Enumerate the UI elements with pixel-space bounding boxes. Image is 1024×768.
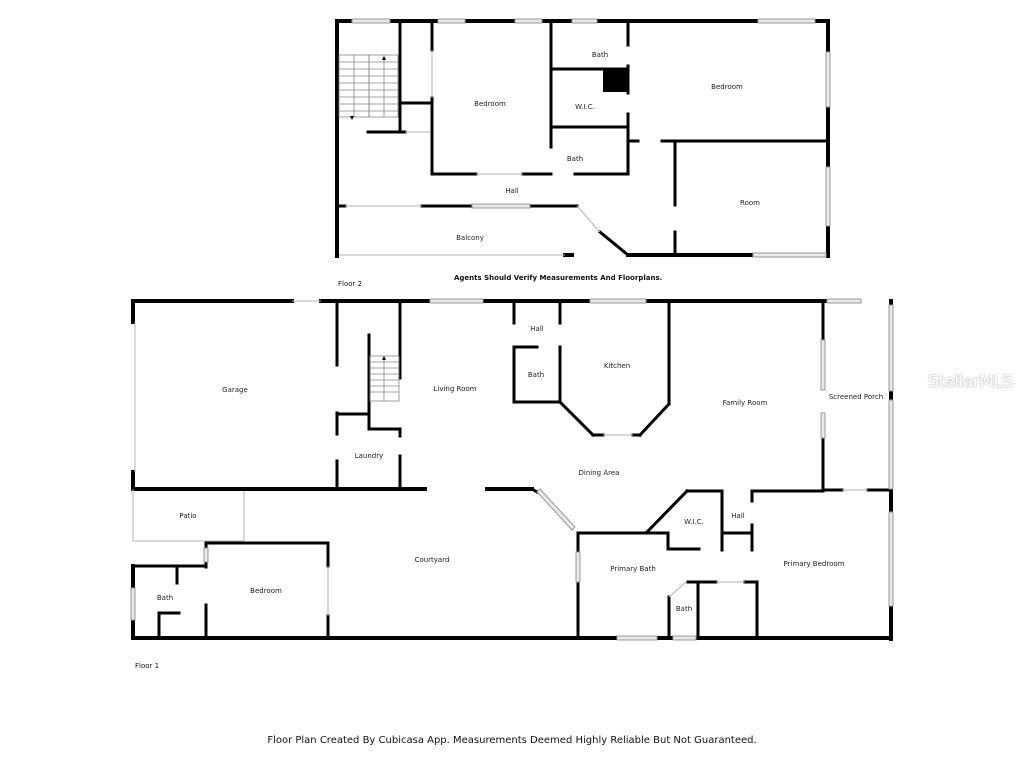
room-label: Dining Area — [579, 469, 620, 477]
room-label: Bath — [676, 605, 692, 613]
floor-1-plan: Garage Living Room Laundry Hall Bath Kit… — [130, 298, 894, 641]
floor-1-stairs — [369, 355, 400, 402]
room-label: Hall — [731, 512, 744, 520]
watermark-logo: StellarMLS — [928, 372, 1013, 392]
room-label: Screened Porch — [829, 393, 883, 401]
room-label: Kitchen — [604, 362, 630, 370]
room-label: Courtyard — [415, 556, 450, 564]
floor-1-room-labels: Garage Living Room Laundry Hall Bath Kit… — [157, 325, 883, 613]
room-label: Room — [740, 199, 760, 207]
floor-2-plan: Bedroom Bath W.I.C. Bath Bedroom Hall Ro… — [335, 18, 831, 258]
room-label: Living Room — [434, 385, 477, 393]
room-label: W.I.C. — [575, 103, 595, 111]
agents-notice: Agents Should Verify Measurements And Fl… — [454, 274, 662, 282]
footer-disclaimer: Floor Plan Created By Cubicasa App. Meas… — [267, 735, 757, 746]
room-label: Hall — [505, 187, 518, 195]
floor-2-stairs — [338, 54, 399, 120]
room-label: Laundry — [355, 452, 384, 460]
room-label: Hall — [530, 325, 543, 333]
floor-1-caption: Floor 1 — [135, 662, 159, 670]
room-label: W.I.C. — [684, 518, 704, 526]
floor-2-caption: Floor 2 — [338, 280, 362, 288]
room-label: Primary Bedroom — [784, 560, 845, 568]
floor-2-room-labels: Bedroom Bath W.I.C. Bath Bedroom Hall Ro… — [456, 51, 760, 242]
room-label: Bath — [567, 155, 583, 163]
room-label: Bath — [592, 51, 608, 59]
room-label: Bedroom — [711, 83, 743, 91]
room-label: Bedroom — [474, 100, 506, 108]
room-label: Family Room — [723, 399, 768, 407]
room-label: Patio — [179, 512, 196, 520]
room-label: Balcony — [456, 234, 484, 242]
room-label: Bedroom — [250, 587, 282, 595]
room-label: Primary Bath — [610, 565, 656, 573]
room-label: Garage — [222, 386, 248, 394]
room-label: Bath — [157, 594, 173, 602]
chimney-block — [603, 69, 628, 92]
room-label: Bath — [528, 371, 544, 379]
